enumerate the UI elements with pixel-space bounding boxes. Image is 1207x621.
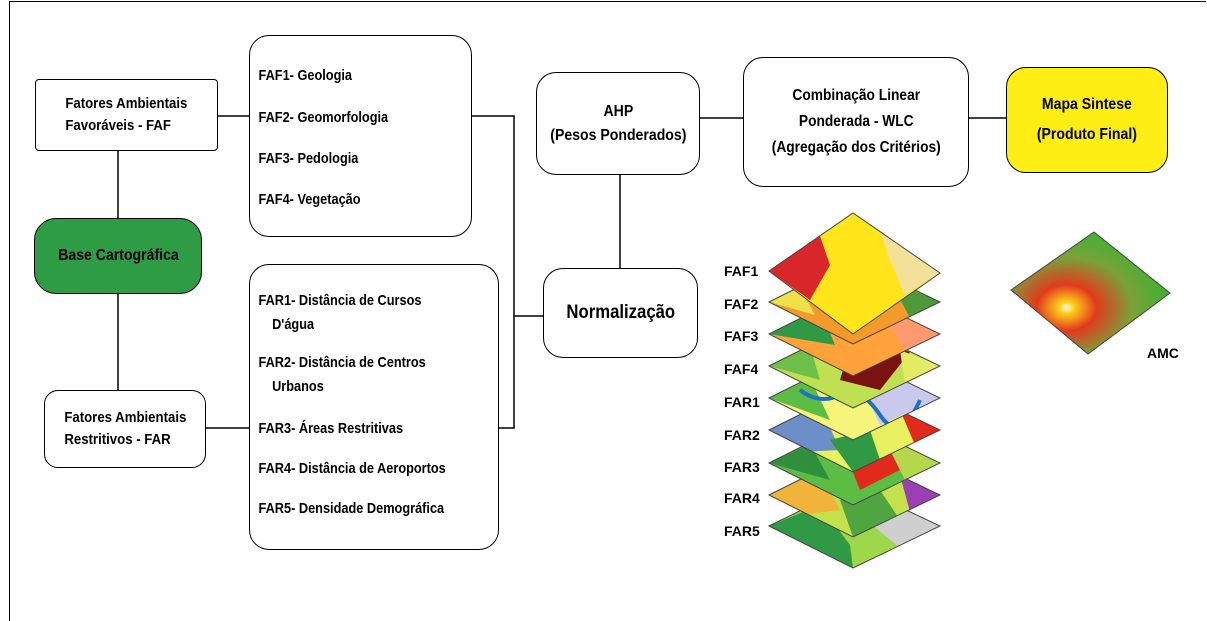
faf-item-1: FAF1- Geologia	[258, 67, 353, 84]
layer-label-far2: FAR2	[724, 427, 760, 443]
normalizacao-box: Normalização	[543, 268, 698, 358]
faf-items-box: FAF1- Geologia FAF2- Geomorfologia FAF3-…	[249, 35, 472, 237]
far-item-1-line1: FAR1- Distância de Cursos	[258, 292, 422, 309]
normalizacao-label: Normalização	[566, 302, 675, 323]
frame-border	[9, 1, 1206, 621]
layer-label-far1: FAR1	[724, 394, 760, 410]
base-cartografica-label: Base Cartográfica	[57, 247, 179, 264]
faf-item-2: FAF2- Geomorfologia	[258, 109, 389, 126]
layer-label-faf4: FAF4	[724, 361, 759, 377]
far-item-2-line1: FAR2- Distância de Centros	[258, 354, 426, 371]
amc-label: AMC	[1147, 345, 1179, 361]
layer-label-faf2: FAF2	[724, 296, 759, 312]
ahp-box: AHP (Pesos Ponderados)	[536, 72, 700, 175]
base-cartografica-box: Base Cartográfica	[34, 218, 202, 294]
mapa-sintese-box: Mapa Sintese (Produto Final)	[1006, 67, 1168, 173]
ahp-line1: AHP	[603, 102, 633, 120]
mapa-sintese-line1: Mapa Sintese	[1041, 96, 1132, 113]
layer-label-faf1: FAF1	[724, 263, 759, 279]
layer-label-far4: FAR4	[724, 490, 760, 506]
faf-group-line2: Favoráveis - FAF	[65, 117, 172, 134]
far-item-3: FAR3- Áreas Restritivas	[258, 420, 404, 437]
amc-map	[1010, 231, 1171, 355]
faf-group-box: Fatores Ambientais Favoráveis - FAF	[35, 79, 218, 151]
ahp-line2: (Pesos Ponderados)	[549, 126, 687, 144]
faf-item-4: FAF4- Vegetação	[258, 191, 361, 208]
far-group-box: Fatores Ambientais Restritivos - FAR	[44, 390, 206, 468]
far-items-box: FAR1- Distância de Cursos D'água FAR2- D…	[249, 264, 499, 550]
far-group-line2: Restritivos - FAR	[63, 431, 171, 448]
faf-item-3: FAF3- Pedologia	[258, 150, 359, 167]
layer-faf1	[769, 213, 940, 334]
layer-label-far3: FAR3	[724, 459, 760, 475]
far-item-2-line2: Urbanos	[272, 378, 324, 395]
line-items-normalizacao-bracket	[472, 115, 515, 429]
far-group-line1: Fatores Ambientais	[63, 409, 187, 426]
wlc-box: Combinação Linear Ponderada - WLC (Agreg…	[743, 57, 969, 187]
layer-label-faf3: FAF3	[724, 328, 759, 344]
mapa-sintese-line2: (Produto Final)	[1036, 126, 1138, 143]
wlc-line3: (Agregação dos Critérios)	[771, 139, 941, 156]
far-item-4: FAR4- Distância de Aeroportos	[258, 460, 446, 477]
far-item-1-line2: D'água	[272, 316, 315, 333]
faf-group-line1: Fatores Ambientais	[65, 95, 188, 112]
wlc-line1: Combinação Linear	[792, 87, 920, 104]
far-item-5: FAR5- Densidade Demográfica	[258, 500, 445, 517]
wlc-line2: Ponderada - WLC	[798, 113, 914, 130]
layer-label-far5: FAR5	[724, 523, 760, 539]
